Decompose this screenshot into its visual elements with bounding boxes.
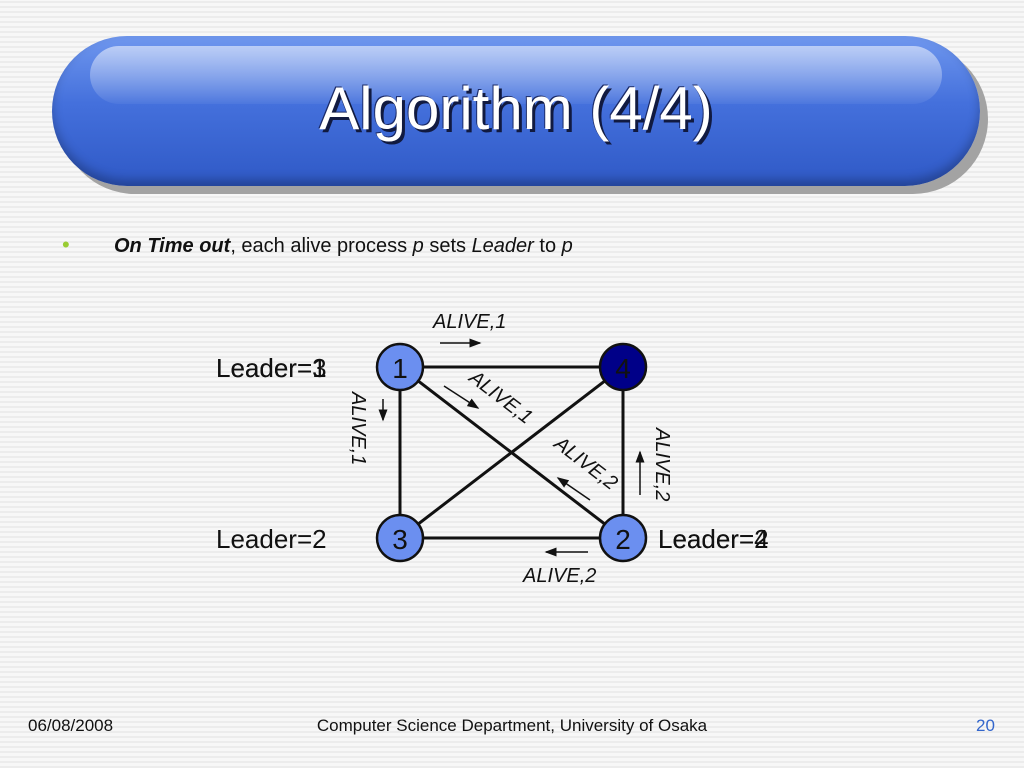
- bullet-text-c: to: [533, 235, 562, 257]
- bullet-text-b: sets: [423, 235, 472, 257]
- arrow-diag-2: [556, 477, 591, 501]
- bullet-emph-timeout: On Time out: [114, 235, 231, 257]
- page-number: 20: [976, 716, 995, 735]
- leader-label-node1-b: Leader=3: [216, 353, 327, 383]
- node-3-label: 3: [392, 524, 408, 555]
- bullet-var-p2: p: [561, 235, 573, 257]
- leader-label-node2-b: Leader=2: [658, 524, 769, 554]
- message-left: ALIVE,1: [347, 391, 369, 465]
- node-1: 1: [375, 342, 425, 392]
- message-diag-2: ALIVE,2: [549, 432, 621, 495]
- title-banner: Algorithm (4/4): [52, 36, 980, 186]
- arrow-diag-1: [443, 385, 480, 409]
- message-top: ALIVE,1: [432, 311, 506, 333]
- slide-title: Algorithm (4/4): [319, 75, 713, 142]
- node-2-label: 2: [615, 524, 631, 555]
- leader-label-node2-a: Leader=4: [658, 524, 769, 554]
- message-diag-1: ALIVE,1: [464, 366, 536, 429]
- bullet-var-leader: Leader: [471, 235, 534, 257]
- bullet-point: •On Time out, each alive process p sets …: [62, 232, 573, 258]
- bullet-icon: •: [62, 232, 70, 257]
- leader-label-node3: Leader=2: [216, 524, 327, 554]
- footer-date: 06/08/2008: [28, 716, 114, 735]
- node-1-label: 1: [392, 353, 408, 384]
- node-4: 4: [598, 342, 648, 392]
- edge-4-3: [399, 365, 624, 540]
- node-2: 2: [598, 513, 648, 563]
- message-bottom: ALIVE,2: [522, 565, 596, 587]
- footer-organization: Computer Science Department, University …: [316, 716, 708, 735]
- node-4-label: 4: [615, 353, 631, 384]
- message-right: ALIVE,2: [651, 427, 673, 501]
- bullet-text-a: , each alive process: [230, 235, 413, 257]
- bullet-var-p1: p: [412, 235, 424, 257]
- leader-label-node1-a: Leader=1: [216, 353, 327, 383]
- node-3: 3: [375, 513, 425, 563]
